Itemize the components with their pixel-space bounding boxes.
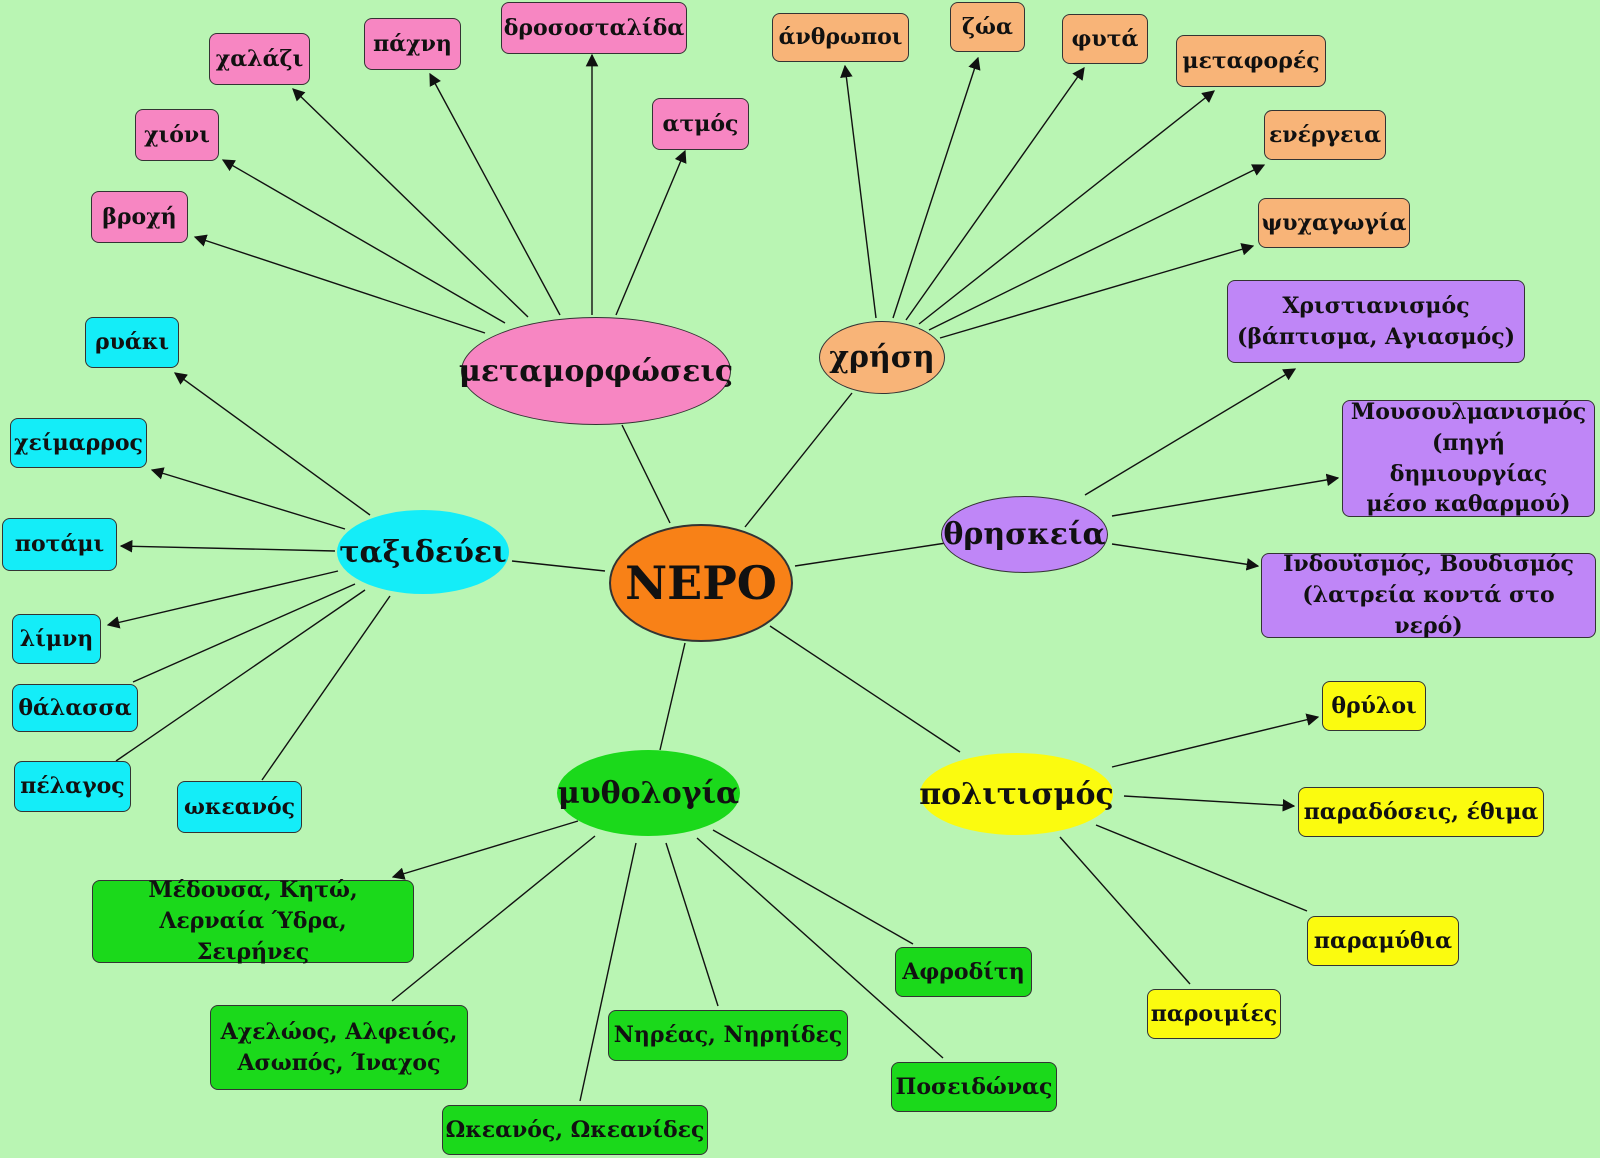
item-metafores: μεταφορές <box>1176 35 1326 87</box>
item-chalazi: χαλάζι <box>209 33 310 85</box>
item-mousoulmanismos: Μουσουλμανισμός (πηγή δημιουργίας μέσο κ… <box>1342 399 1595 517</box>
item-okeanos: ωκεανός <box>177 781 302 833</box>
branch-mythologia: μυθολογία <box>557 750 740 836</box>
item-christianismos: Χριστιανισμός (βάπτισμα, Αγιασμός) <box>1227 280 1525 363</box>
item-potami: ποτάμι <box>2 518 117 571</box>
item-pelagos: πέλαγος <box>14 761 131 812</box>
item-ryaki: ρυάκι <box>85 317 179 368</box>
item-afroditi: Αφροδίτη <box>895 947 1032 997</box>
branch-xrisi: χρήση <box>819 321 945 394</box>
item-indouismos: Ινδουϊσμός, Βουδισμός (λατρεία κοντά στο… <box>1261 551 1596 639</box>
item-chioni: χιόνι <box>135 109 219 161</box>
item-atmos: ατμός <box>652 98 749 150</box>
item-limni: λίμνη <box>12 614 101 664</box>
item-cheimarros: χείμαρρος <box>10 418 147 468</box>
branch-politismos: πολιτισμός <box>919 753 1114 835</box>
branch-metamorfoseis: μεταμορφώσεις <box>459 317 733 425</box>
branch-taxidevei: ταξιδεύει <box>337 510 509 594</box>
item-okeanos-okeanides: Ωκεανός, Ωκεανίδες <box>442 1105 708 1155</box>
center-node-nero: ΝΕΡΟ <box>609 524 793 642</box>
item-paramythia: παραμύθια <box>1307 916 1459 966</box>
item-vrochi: βροχή <box>91 191 188 243</box>
item-energeia: ενέργεια <box>1264 110 1386 160</box>
item-zoa: ζώα <box>950 2 1025 52</box>
item-psychagogia: ψυχαγωγία <box>1258 198 1410 248</box>
item-fyta: φυτά <box>1062 14 1148 64</box>
item-paroimies: παροιμίες <box>1147 989 1281 1039</box>
item-poseidonas: Ποσειδώνας <box>891 1062 1057 1112</box>
item-thryloi: θρύλοι <box>1322 681 1426 731</box>
item-paradoseis: παραδόσεις, έθιμα <box>1298 787 1544 837</box>
item-medousa: Μέδουσα, Κητώ, Λερναία Ύδρα, Σειρήνες <box>92 877 414 965</box>
item-pachni: πάχνη <box>364 18 461 70</box>
branch-thriskeia: θρησκεία <box>941 496 1108 573</box>
item-achelos: Αχελώος, Αλφειός, Ασωπός, Ίναχος <box>210 1005 468 1090</box>
item-anthropoi: άνθρωποι <box>772 13 909 62</box>
item-nireas: Νηρέας, Νηρηίδες <box>608 1010 848 1061</box>
item-thalassa: θάλασσα <box>12 684 138 732</box>
item-drosostalida: δροσοσταλίδα <box>501 2 687 54</box>
